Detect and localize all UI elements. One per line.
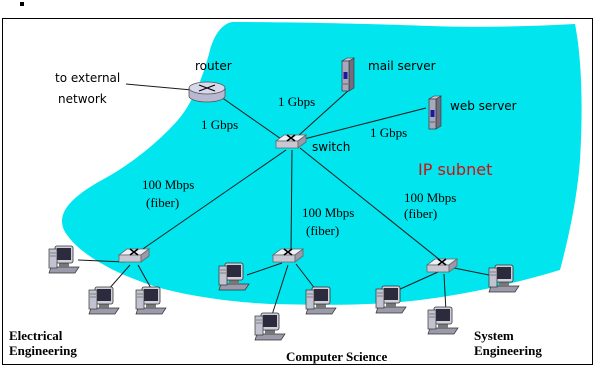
- workstation-icon: [254, 312, 286, 341]
- dept-label-computer-science: Computer Science: [286, 349, 388, 364]
- server-icon: [341, 57, 355, 92]
- server-icon: [428, 95, 442, 130]
- switch-label: switch: [312, 140, 351, 154]
- se-link-medium: (fiber): [404, 206, 438, 221]
- link-speed-web: 1 Gbps: [370, 125, 408, 140]
- link-cs-host: [295, 263, 317, 291]
- ee-link-speed: 100 Mbps: [142, 177, 195, 192]
- link-switch-se: [299, 147, 446, 265]
- link-switch-ee: [136, 149, 287, 254]
- web-server-label: web server: [450, 99, 517, 113]
- link-cs-host: [246, 262, 283, 276]
- to-external-label: to external: [55, 71, 121, 85]
- dept-label-engineering: Engineering: [9, 343, 77, 358]
- links: [77, 83, 495, 316]
- link-ee-host: [137, 264, 153, 291]
- mail-server-label: mail server: [368, 59, 436, 73]
- frame: [2, 2, 593, 365]
- link-ee-host: [77, 259, 126, 263]
- workstation-icon: [48, 245, 80, 274]
- ee-link-medium: (fiber): [146, 195, 180, 210]
- cs-link-speed: 100 Mbps: [302, 205, 355, 220]
- network-label: network: [58, 92, 107, 106]
- subnet-blob: [62, 22, 582, 305]
- cs-link-medium: (fiber): [306, 223, 340, 238]
- link-se-host: [453, 267, 495, 277]
- router-icon: [188, 81, 226, 103]
- workstation-icon: [88, 286, 120, 315]
- link-switch-cs: [290, 149, 293, 254]
- dept-label-system: System: [474, 328, 514, 343]
- link-web-switch: [303, 107, 427, 140]
- link-se-host: [397, 271, 439, 291]
- link-speed-router-switch: 1 Gbps: [201, 117, 239, 132]
- dept-label-system-engineering: Engineering: [474, 343, 542, 358]
- link-mail-switch: [297, 89, 350, 137]
- link-se-host: [443, 273, 447, 313]
- se-link-speed: 100 Mbps: [404, 190, 457, 205]
- workstation-icon: [135, 286, 167, 315]
- link-router-switch: [220, 96, 285, 142]
- link-external-router: [125, 83, 193, 91]
- ip-subnet-label: IP subnet: [418, 160, 493, 179]
- dept-label-electrical: Electrical: [9, 328, 63, 343]
- link-cs-host: [271, 264, 289, 316]
- link-ee-host: [107, 264, 131, 291]
- router-label: router: [195, 59, 232, 73]
- workstation-icon: [427, 306, 459, 335]
- link-speed-mail: 1 Gbps: [278, 94, 316, 109]
